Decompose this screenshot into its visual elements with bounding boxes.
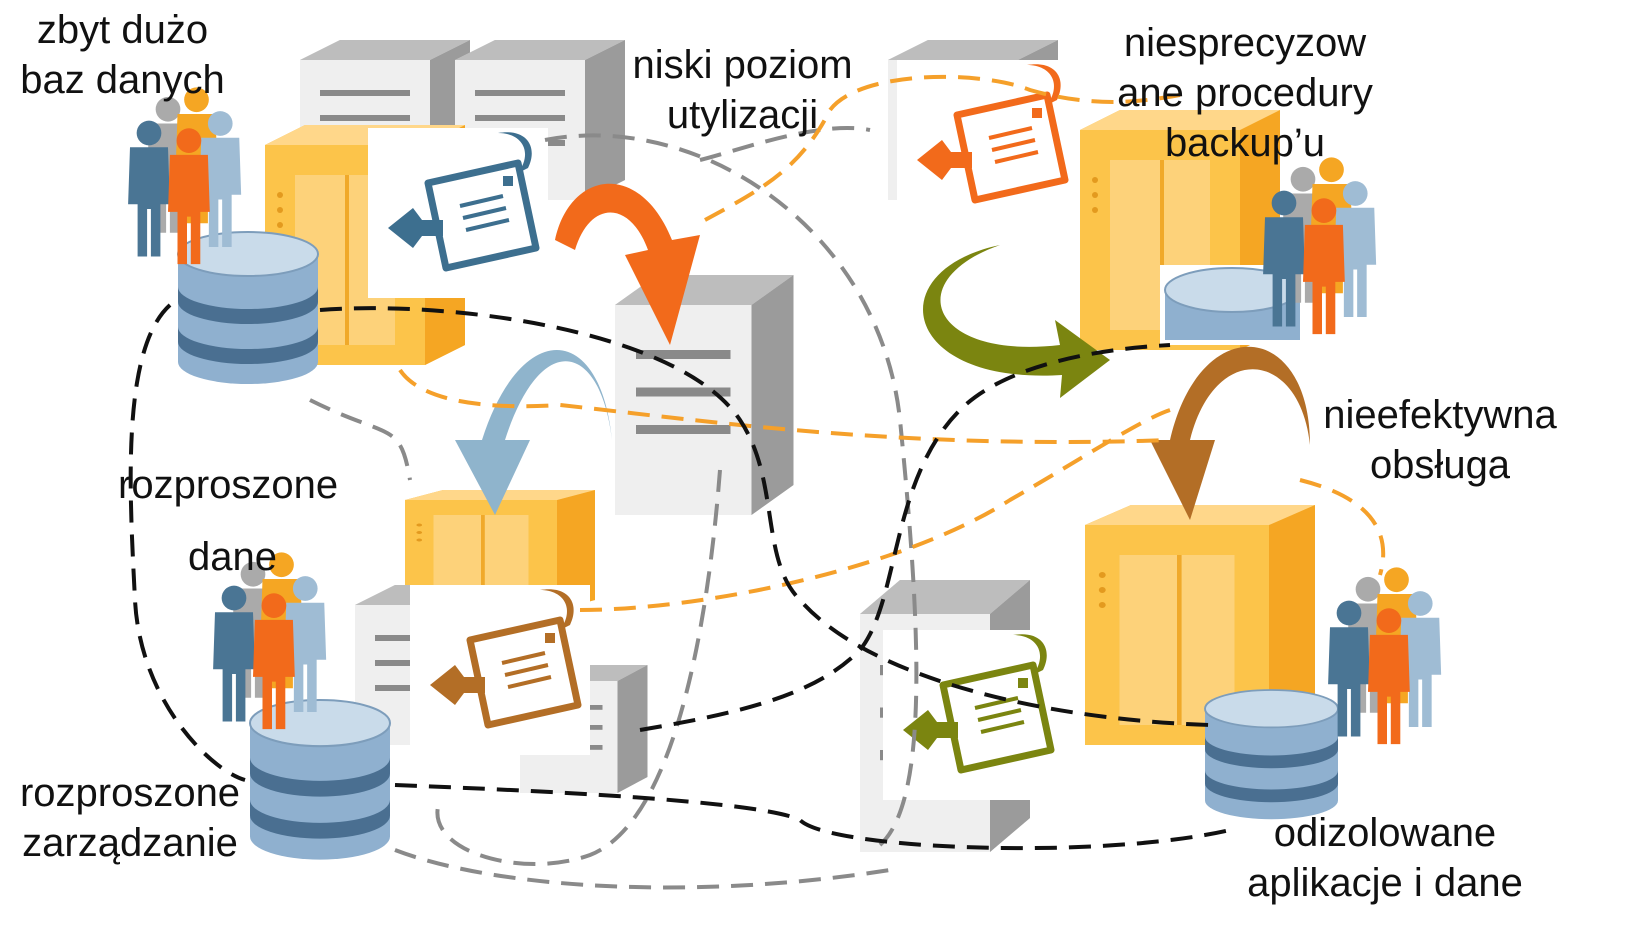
mail-icon (410, 585, 590, 755)
curved-arrow-icon (455, 350, 612, 515)
label-low-utilization: niski poziom utylizacji (632, 43, 853, 137)
server-icon (615, 275, 794, 515)
people-icon (128, 87, 241, 264)
label-scattered-management: rozproszone zarządzanie (19, 771, 241, 865)
mail-icon (897, 60, 1077, 230)
mail-icon (368, 128, 548, 298)
label-backup-procedures: niesprecyzow ane procedury backup’u (1117, 21, 1373, 165)
label-too-many-databases: zbyt dużo baz danych (20, 8, 225, 102)
orange-connections (398, 74, 1386, 612)
label-ineffective-service: nieefektywna obsługa (1323, 393, 1557, 487)
database-icon (1204, 689, 1339, 821)
gray-connections (309, 125, 919, 890)
curved-arrow-icon (555, 183, 700, 345)
black-connections (128, 303, 1231, 851)
people-icon (1328, 567, 1441, 744)
people-icon (1263, 157, 1376, 334)
label-isolated-apps: odizolowane aplikacje i dane (1247, 811, 1523, 905)
label-scattered-data-2: dane (188, 535, 277, 579)
label-scattered-data-1: rozproszone (118, 463, 339, 507)
curved-arrow-icon (1150, 346, 1310, 520)
